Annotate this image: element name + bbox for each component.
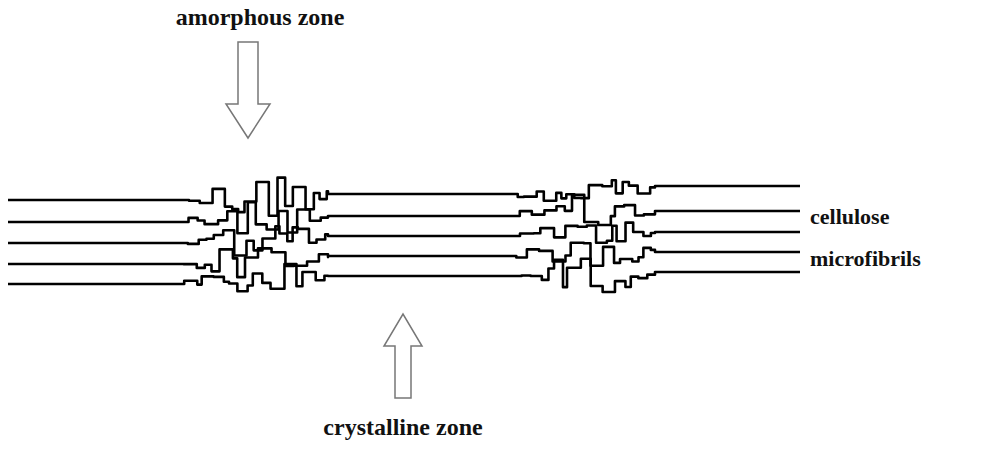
microfibril-line bbox=[8, 259, 800, 292]
microfibril-lines bbox=[8, 178, 800, 292]
microfibril-line bbox=[8, 195, 800, 233]
zone-label: amorphous zone bbox=[130, 2, 390, 32]
microfibril-line bbox=[8, 223, 800, 256]
fibril-label: cellulose microfibrils bbox=[810, 196, 990, 280]
zone-label: crystalline zone bbox=[268, 412, 538, 442]
pointer-arrow-down bbox=[226, 42, 270, 138]
pointer-arrow-up bbox=[384, 314, 422, 398]
